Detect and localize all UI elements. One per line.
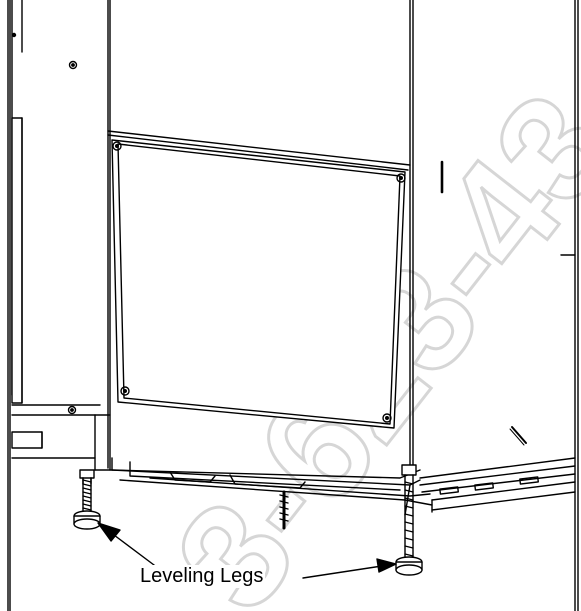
base-rail <box>111 457 576 516</box>
left-side-panel <box>11 0 111 471</box>
callout-arrows <box>97 522 397 579</box>
arrowhead-left <box>97 522 121 542</box>
arrowhead-right <box>376 558 397 573</box>
left-leveling-leg <box>73 469 101 530</box>
frame-border <box>7 0 579 611</box>
front-panel <box>107 0 414 469</box>
left-base-block <box>11 414 113 471</box>
leveling-legs-label: Leveling Legs <box>138 565 266 588</box>
right-side-panel <box>440 160 576 446</box>
arrow-to-right-leg <box>302 565 383 579</box>
arrow-to-left-leg <box>109 531 159 569</box>
right-leveling-leg <box>395 464 423 576</box>
center-screw <box>279 490 289 530</box>
access-cover-plate <box>111 139 406 429</box>
